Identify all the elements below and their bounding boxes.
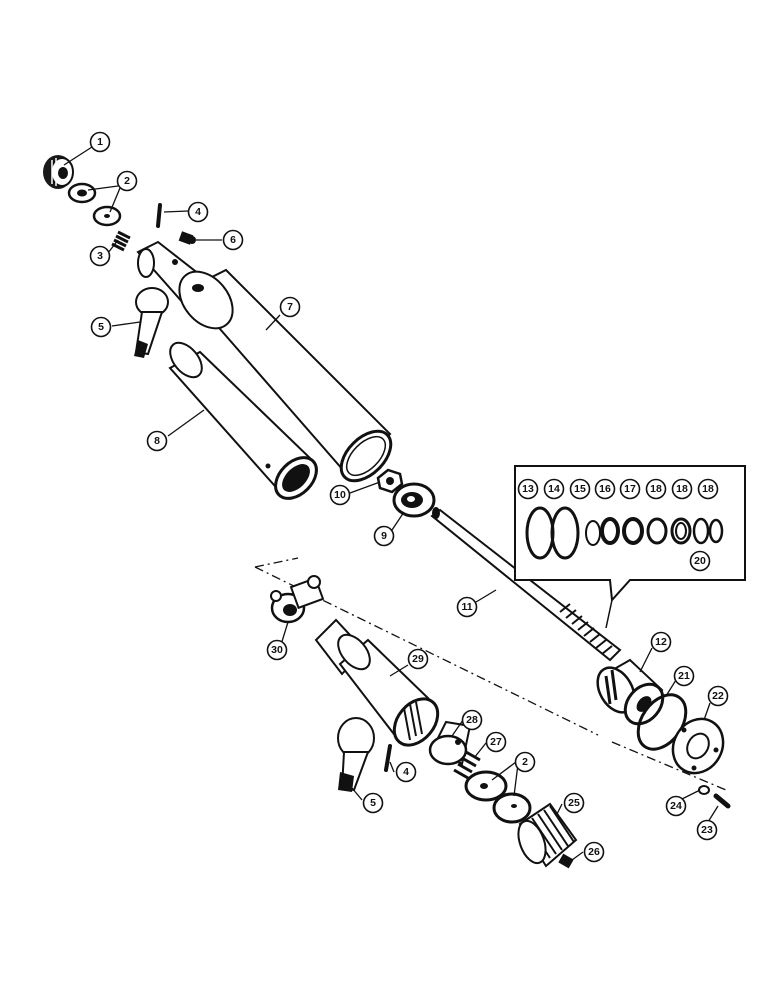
callout-1: 1 — [89, 131, 111, 153]
svg-text:23: 23 — [701, 824, 713, 836]
part-9-piston — [392, 482, 436, 518]
part-11-piston-rod — [430, 507, 622, 662]
svg-text:5: 5 — [98, 321, 104, 333]
part-6-fitting — [178, 231, 196, 245]
seal-kit-box — [514, 465, 746, 629]
callout-18-a: 18 — [645, 478, 667, 500]
svg-text:3: 3 — [97, 250, 103, 262]
svg-text:26: 26 — [588, 846, 600, 858]
callout-24: 24 — [665, 795, 687, 817]
callout-28: 28 — [461, 709, 483, 731]
part-30-clevis — [270, 575, 325, 624]
svg-text:5: 5 — [370, 797, 376, 809]
callout-5-lower: 5 — [362, 792, 384, 814]
callout-20: 20 — [689, 550, 711, 572]
svg-text:12: 12 — [655, 636, 667, 648]
svg-text:7: 7 — [287, 301, 293, 313]
callout-10: 10 — [329, 484, 351, 506]
svg-text:27: 27 — [490, 736, 502, 748]
callout-15: 15 — [569, 478, 591, 500]
part-25-threaded-plug — [517, 802, 578, 868]
svg-text:22: 22 — [712, 690, 724, 702]
part-1-threaded-plug — [43, 155, 74, 189]
svg-text:18: 18 — [650, 483, 662, 495]
svg-text:16: 16 — [599, 483, 611, 495]
part-29-extension-housing — [314, 618, 440, 747]
svg-text:28: 28 — [466, 714, 478, 726]
svg-text:18: 18 — [676, 483, 688, 495]
callout-5-upper: 5 — [90, 316, 112, 338]
svg-text:13: 13 — [522, 483, 534, 495]
callout-3: 3 — [89, 245, 111, 267]
part-5-ball-joint-lower — [337, 717, 375, 792]
svg-text:6: 6 — [230, 234, 236, 246]
part-2-washers-lower — [464, 770, 532, 824]
svg-text:8: 8 — [154, 435, 160, 447]
callout-13: 13 — [517, 478, 539, 500]
part-28-cup — [428, 720, 472, 766]
svg-text:24: 24 — [670, 800, 682, 812]
part-10-nut — [376, 468, 404, 494]
callout-9: 9 — [373, 525, 395, 547]
svg-text:11: 11 — [461, 601, 472, 613]
callout-18-b: 18 — [671, 478, 693, 500]
callout-4-upper: 4 — [187, 201, 209, 223]
callout-8: 8 — [146, 430, 168, 452]
svg-text:1: 1 — [97, 136, 103, 148]
part-26-fitting — [558, 853, 574, 869]
callout-7: 7 — [279, 296, 301, 318]
callout-2-lower: 2 — [514, 751, 536, 773]
callout-25: 25 — [563, 792, 585, 814]
callout-29: 29 — [407, 648, 429, 670]
svg-text:18: 18 — [702, 483, 714, 495]
part-5-ball-joint-upper — [134, 287, 169, 358]
callout-22: 22 — [707, 685, 729, 707]
callout-18-c: 18 — [697, 478, 719, 500]
part-2-washers-upper — [67, 182, 122, 227]
svg-text:15: 15 — [574, 483, 586, 495]
callout-30: 30 — [266, 639, 288, 661]
svg-text:4: 4 — [403, 766, 409, 778]
callout-16: 16 — [594, 478, 616, 500]
svg-text:20: 20 — [694, 555, 706, 567]
svg-text:17: 17 — [624, 483, 636, 495]
callout-17: 17 — [619, 478, 641, 500]
svg-text:29: 29 — [412, 653, 424, 665]
part-4-pin-lower — [384, 744, 392, 772]
callout-21: 21 — [673, 665, 695, 687]
svg-text:10: 10 — [334, 489, 346, 501]
part-8-sleeve — [168, 341, 318, 500]
callout-23: 23 — [696, 819, 718, 841]
leader-lines — [63, 146, 719, 861]
callout-14: 14 — [543, 478, 565, 500]
part-4-pin-upper — [156, 203, 162, 228]
callout-6: 6 — [222, 229, 244, 251]
part-27-spring — [453, 750, 481, 780]
callout-11: 11 — [456, 596, 478, 618]
part-3-spring — [111, 230, 131, 252]
callout-12: 12 — [650, 631, 672, 653]
svg-text:2: 2 — [124, 175, 130, 187]
svg-text:30: 30 — [271, 644, 283, 656]
svg-text:21: 21 — [678, 670, 690, 682]
part-22-retaining-plate — [671, 717, 725, 775]
svg-text:4: 4 — [195, 206, 201, 218]
svg-text:14: 14 — [548, 483, 560, 495]
callout-4-lower: 4 — [395, 761, 417, 783]
callout-26: 26 — [583, 841, 605, 863]
svg-text:2: 2 — [522, 756, 528, 768]
svg-text:25: 25 — [568, 797, 580, 809]
callout-2-upper: 2 — [116, 170, 138, 192]
part-12-rod-guide — [596, 658, 665, 726]
svg-text:9: 9 — [381, 530, 387, 542]
callout-27: 27 — [485, 731, 507, 753]
part-7-cylinder-barrel — [136, 240, 393, 483]
